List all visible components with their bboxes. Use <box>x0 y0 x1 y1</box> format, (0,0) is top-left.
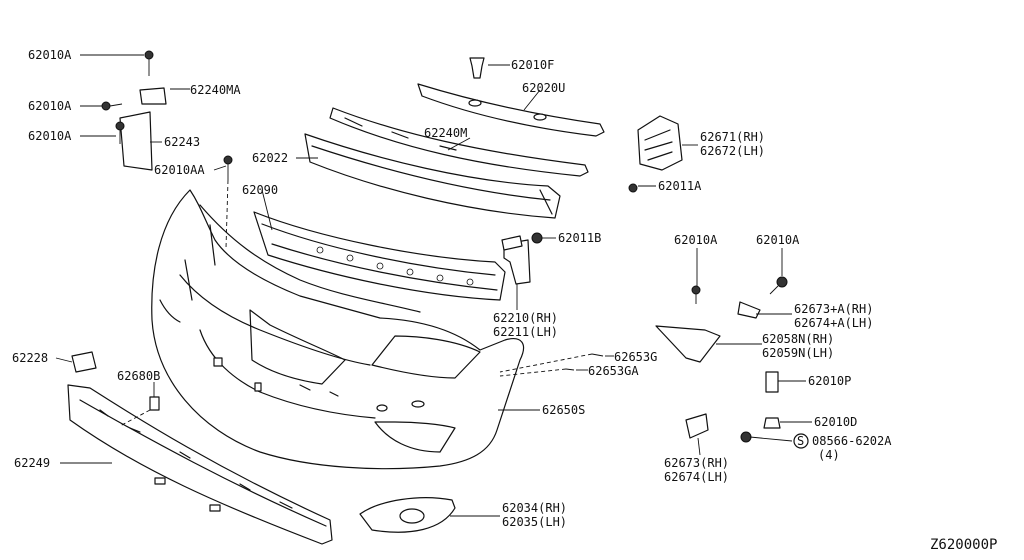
bolt-62010AA <box>223 155 233 180</box>
fasteners <box>101 50 788 443</box>
callout-62034-rh: 62034(RH) <box>502 501 567 515</box>
nut-62011B <box>531 232 543 244</box>
callout-labels: 62010A 62010A 62010A 62240MA 62243 62010… <box>12 48 997 553</box>
callout-62243: 62243 <box>164 135 200 149</box>
bumper-fascia <box>151 189 525 470</box>
callout-62059N-lh: 62059N(LH) <box>762 346 834 360</box>
callout-62653G: 62653G <box>614 350 657 364</box>
bolt-62010A-low <box>115 121 125 144</box>
callout-62210-rh: 62210(RH) <box>493 311 558 325</box>
cover-62020U <box>417 83 605 137</box>
bolt-62010A-r1 <box>691 285 701 304</box>
callout-08566: S 08566-6202A (4) <box>793 433 892 462</box>
clip-62010F <box>469 57 485 79</box>
callout-08566-part: 08566-6202A <box>812 434 892 448</box>
callout-62010A-right2: 62010A <box>756 233 800 247</box>
drawing-code: Z620000P <box>930 537 997 553</box>
screw-08566 <box>740 431 752 443</box>
bracket-62022 <box>304 133 561 219</box>
install-guides <box>119 179 593 427</box>
callout-62674A-lh: 62674+A(LH) <box>794 316 873 330</box>
callout-62010A-right1: 62010A <box>674 233 718 247</box>
callout-62240MA: 62240MA <box>190 83 241 97</box>
callout-62671-rh: 62671(RH) <box>700 130 765 144</box>
callout-62240M: 62240M <box>424 126 467 140</box>
lower-grille-62249 <box>67 384 333 545</box>
callout-08566-qty: (4) <box>818 448 840 462</box>
bolt-62010A-mid <box>101 101 123 111</box>
callout-62680B: 62680B <box>117 369 160 383</box>
bolt-62011A <box>628 183 638 193</box>
callout-62020U: 62020U <box>522 81 565 95</box>
callout-62211-lh: 62211(LH) <box>493 325 558 339</box>
callout-62010F: 62010F <box>511 58 554 72</box>
callout-62228: 62228 <box>12 351 48 365</box>
callout-62674-lh: 62674(LH) <box>664 470 729 484</box>
clip-62653G <box>591 353 604 357</box>
fog-bezel-62034 <box>359 497 456 533</box>
bracket-62671 <box>637 115 683 171</box>
clip-62653GA <box>565 368 575 371</box>
callout-62035-lh: 62035(LH) <box>502 515 567 529</box>
callout-62653GA: 62653GA <box>588 364 639 378</box>
callout-62650S: 62650S <box>542 403 585 417</box>
clip-62010D <box>763 417 781 429</box>
callout-62011A: 62011A <box>658 179 702 193</box>
callout-62672-lh: 62672(LH) <box>700 144 765 158</box>
callout-62058N-rh: 62058N(RH) <box>762 332 834 346</box>
bolt-62010A-top <box>144 50 154 76</box>
callout-62022: 62022 <box>252 151 288 165</box>
leader-lines <box>55 54 812 517</box>
callout-62010A-top: 62010A <box>28 48 72 62</box>
callout-62010A-mid: 62010A <box>28 99 72 113</box>
callout-62011B: 62011B <box>558 231 601 245</box>
callout-62249: 62249 <box>14 456 50 470</box>
callout-62010A-low: 62010A <box>28 129 72 143</box>
bracket-62210 <box>503 239 531 285</box>
support-62240M <box>329 107 589 177</box>
bolt-62010A-r2 <box>769 276 788 295</box>
small-parts <box>71 87 779 439</box>
callout-62010D: 62010D <box>814 415 857 429</box>
callout-62010AA: 62010AA <box>154 163 205 177</box>
callout-62090: 62090 <box>242 183 278 197</box>
callout-62673A-rh: 62673+A(RH) <box>794 302 873 316</box>
s-mark-circle <box>793 433 809 449</box>
callout-62673-rh: 62673(RH) <box>664 456 729 470</box>
s-mark-letter: S <box>797 434 804 448</box>
reinforcement-62090 <box>253 211 506 301</box>
callout-62010P: 62010P <box>808 374 851 388</box>
